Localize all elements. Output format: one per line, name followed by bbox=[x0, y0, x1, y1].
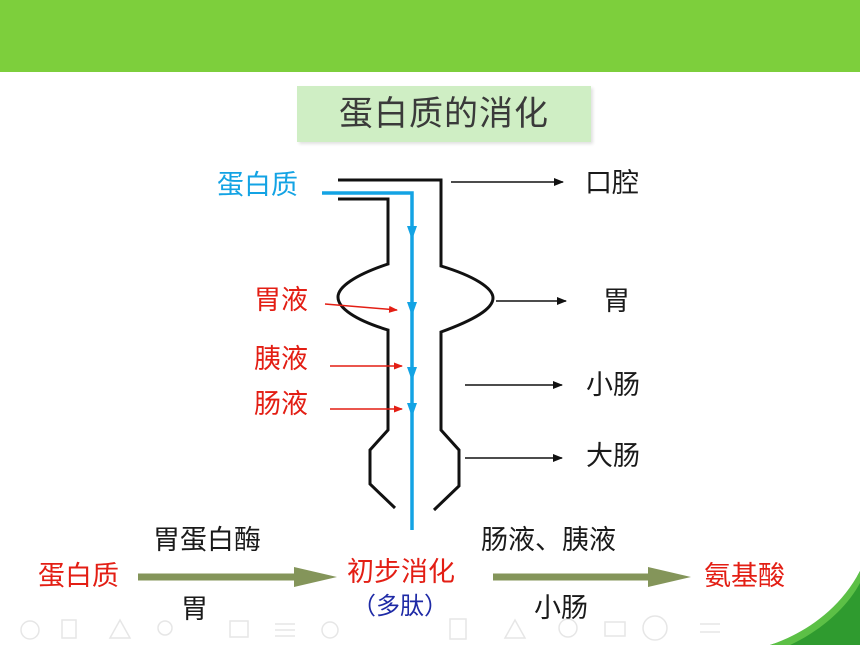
title-box: 蛋白质的消化 bbox=[297, 86, 591, 142]
organ-label-stomach: 胃 bbox=[603, 286, 630, 317]
flow-step2-enzyme: 肠液、胰液 bbox=[481, 525, 616, 556]
flow-start-label: 蛋白质 bbox=[38, 561, 119, 592]
flow-arrow-1-head bbox=[294, 567, 337, 587]
flow-end-label: 氨基酸 bbox=[704, 561, 785, 592]
juice-label-gastric: 胃液 bbox=[254, 285, 308, 316]
protein-path bbox=[322, 191, 414, 530]
header-bar bbox=[0, 0, 860, 72]
page-curl-decoration bbox=[770, 571, 860, 645]
organ-label-mouth: 口腔 bbox=[585, 168, 639, 199]
organ-label-large-intestine: 大肠 bbox=[586, 441, 640, 472]
path-arrowhead bbox=[407, 403, 417, 417]
slide-title: 蛋白质的消化 bbox=[339, 94, 549, 134]
juice-label-pancreatic: 胰液 bbox=[254, 344, 308, 375]
gastric-juice-arrow bbox=[324, 303, 398, 313]
juice-label-intestinal: 肠液 bbox=[254, 389, 308, 420]
flow-arrow-2-head bbox=[648, 567, 691, 587]
decorative-doodles bbox=[20, 615, 720, 641]
tract-left-wall bbox=[336, 178, 422, 510]
flow-step2-place: 小肠 bbox=[534, 593, 588, 624]
tract-right-wall bbox=[422, 178, 495, 512]
flow-step1-place: 胃 bbox=[181, 594, 208, 625]
path-arrowhead bbox=[407, 367, 417, 381]
path-arrowhead bbox=[407, 226, 417, 240]
flow-step1-enzyme: 胃蛋白酶 bbox=[153, 525, 261, 556]
flow-middle-note: （多肽） bbox=[352, 592, 448, 620]
flow-middle-label: 初步消化 bbox=[347, 557, 455, 588]
path-arrowhead bbox=[407, 302, 417, 316]
organ-label-small-intestine: 小肠 bbox=[586, 370, 640, 401]
protein-input-label: 蛋白质 bbox=[217, 170, 298, 201]
